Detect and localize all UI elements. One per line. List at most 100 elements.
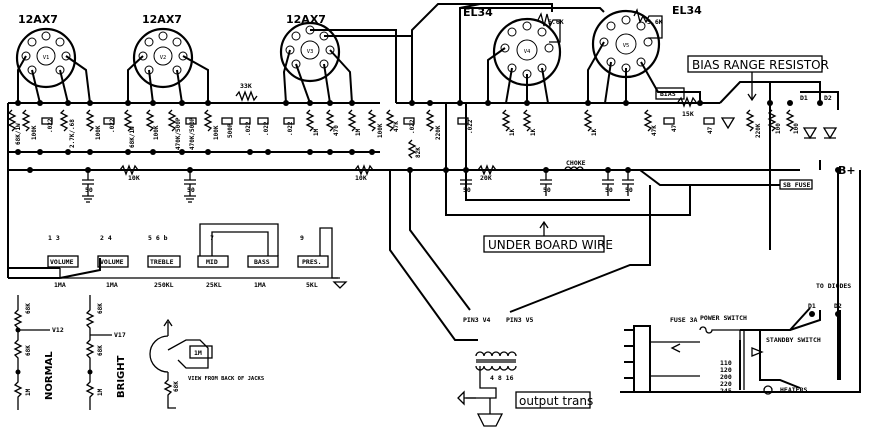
normal-r2-label: 68K xyxy=(25,345,32,356)
c11-label: 47 xyxy=(707,126,714,134)
volume-1-pot xyxy=(47,255,79,268)
volume-1-pins: 1 3 xyxy=(48,234,60,242)
bright-r1-label: 68K xyxy=(97,303,104,314)
c1-label: .022 xyxy=(47,118,54,133)
c7-label: .022 xyxy=(287,121,294,136)
v5-screen-resistor xyxy=(633,8,663,39)
r2-label: 100K xyxy=(31,125,38,140)
r1-label: 68K/1W xyxy=(15,123,22,145)
ot-pin-v4: PIN3 V4 xyxy=(463,316,490,324)
c3-label: 470K/500P xyxy=(189,117,196,150)
normal-r3-label: 1M xyxy=(25,388,32,396)
bass-value: 1MA xyxy=(254,281,266,289)
tube-socket-v1: V1 xyxy=(15,27,77,89)
r19-label: 100 xyxy=(775,123,782,134)
r5-label: 68K/1W xyxy=(129,126,136,148)
standby-label: STANDBY SWITCH xyxy=(766,336,821,344)
input-jack-detail: 1M 68K VIEW FROM BACK OF JACKS xyxy=(149,318,264,409)
output-transformer: PIN3 V4 PIN3 V5 4 8 16 xyxy=(457,316,533,427)
bias-label: BIAS xyxy=(660,90,676,98)
junction-dots xyxy=(15,100,841,173)
c2-label: .022 xyxy=(109,118,116,133)
filter-caps: 50 50 50 50 50 50 xyxy=(82,170,634,203)
presence-pins: 9 xyxy=(300,234,304,242)
rchain3-label: 20K xyxy=(480,174,492,182)
wiring xyxy=(7,3,861,393)
tap-110: 110 xyxy=(720,359,732,367)
d2-label: D2 xyxy=(824,94,832,102)
r12-label: 47K xyxy=(393,121,400,132)
c10-label: 47 xyxy=(671,124,678,132)
power-d1-label: D1 xyxy=(808,302,816,310)
bass-pot xyxy=(247,255,279,268)
r220-label: 220K xyxy=(755,123,762,138)
normal-r1-label: 68K xyxy=(25,303,32,314)
r82-label: 82K xyxy=(415,147,422,158)
r7-label: 470K/500P xyxy=(175,117,182,150)
fuse-label: FUSE 3A xyxy=(670,316,697,324)
output-trans-callout: output trans xyxy=(519,394,593,408)
tap-200: 200 xyxy=(720,373,732,381)
sbfuse-label: SB FUSE xyxy=(783,181,810,189)
jack-r2-label: 68K xyxy=(173,381,180,392)
r9-label: 1M xyxy=(313,128,320,136)
bias-range-callout-box xyxy=(687,55,823,73)
r33-label: 33K xyxy=(240,82,252,90)
c6-label: .022 xyxy=(263,121,270,136)
r14-label: 100K xyxy=(377,123,384,138)
r10-label: 470 xyxy=(333,125,340,136)
bright-r3-label: 1M xyxy=(97,388,104,396)
tube-socket-v2: V2 xyxy=(132,27,194,89)
v2-type-label: 12AX7 xyxy=(142,13,182,26)
v5-type-label: EL34 xyxy=(672,4,702,17)
v1-type-label: 12AX7 xyxy=(18,13,58,26)
under-board-arrow xyxy=(539,220,549,236)
presence-pot xyxy=(297,255,329,268)
bias-pot xyxy=(655,87,685,100)
volume-2-label: VOLUME xyxy=(100,258,124,266)
heater-lamp xyxy=(763,385,773,395)
r3-label: 2.7K/.68 xyxy=(69,119,76,148)
r15k-label: 15K xyxy=(682,110,694,118)
component-row: 68K/1W 100K .022 2.7K/.68 100K .022 68K/… xyxy=(7,82,838,159)
controls-row: VOLUME 1 3 1MA VOLUME 2 4 1MA TREBLE 5 6… xyxy=(7,223,348,289)
treble-label: TREBLE xyxy=(150,258,174,266)
treble-pins: 5 6 b xyxy=(148,234,168,242)
v4-id-label: V4 xyxy=(524,49,531,55)
r18-label: 47K xyxy=(651,125,658,136)
cap50-label-1: 50 xyxy=(85,186,93,194)
jack-note: VIEW FROM BACK OF JACKS xyxy=(188,376,264,382)
bias-range-callout: BIAS RANGE RESISTOR xyxy=(692,58,829,72)
cap50-label-3: 50 xyxy=(463,186,471,194)
tube-socket-v5: V5 xyxy=(591,9,661,79)
mid-value: 25KL xyxy=(206,281,222,289)
bass-label: BASS xyxy=(254,258,270,266)
cap50-label-6: 50 xyxy=(625,186,633,194)
bplus-label: B+ xyxy=(838,164,856,177)
v4-screen-resistor-label: 5.6K xyxy=(548,18,564,26)
bright-tap-label: V17 xyxy=(114,331,126,339)
cap50-label-4: 50 xyxy=(543,186,551,194)
r8-label: 100K xyxy=(213,125,220,140)
volume-1-label: VOLUME xyxy=(50,258,74,266)
c5-label: .022 xyxy=(245,121,252,136)
r16-label: 1K xyxy=(530,128,537,136)
c8-label: .022 xyxy=(409,119,416,134)
v2-id-label: V2 xyxy=(160,55,167,61)
normal-tap-label: V12 xyxy=(52,326,64,334)
tap-245: 245 xyxy=(720,387,732,395)
output-trans-callout-box xyxy=(515,391,591,409)
normal-label: NORMAL xyxy=(44,351,55,400)
v4-type-label: EL34 xyxy=(463,6,493,19)
treble-value: 250KL xyxy=(154,281,174,289)
power-d2-label: D2 xyxy=(834,302,842,310)
jack-r-label: 1M xyxy=(194,349,202,357)
bias-range-arrow xyxy=(747,72,757,102)
v5-screen-resistor-label: 5.6K xyxy=(647,18,663,26)
volume-2-pot xyxy=(97,255,129,268)
input-normal: V12 68K 68K 1M NORMAL xyxy=(13,295,64,410)
v1-id-label: V1 xyxy=(43,55,50,61)
bright-r2-label: 68K xyxy=(97,345,104,356)
standby-fuse xyxy=(779,179,813,190)
mid-pot xyxy=(197,255,229,268)
